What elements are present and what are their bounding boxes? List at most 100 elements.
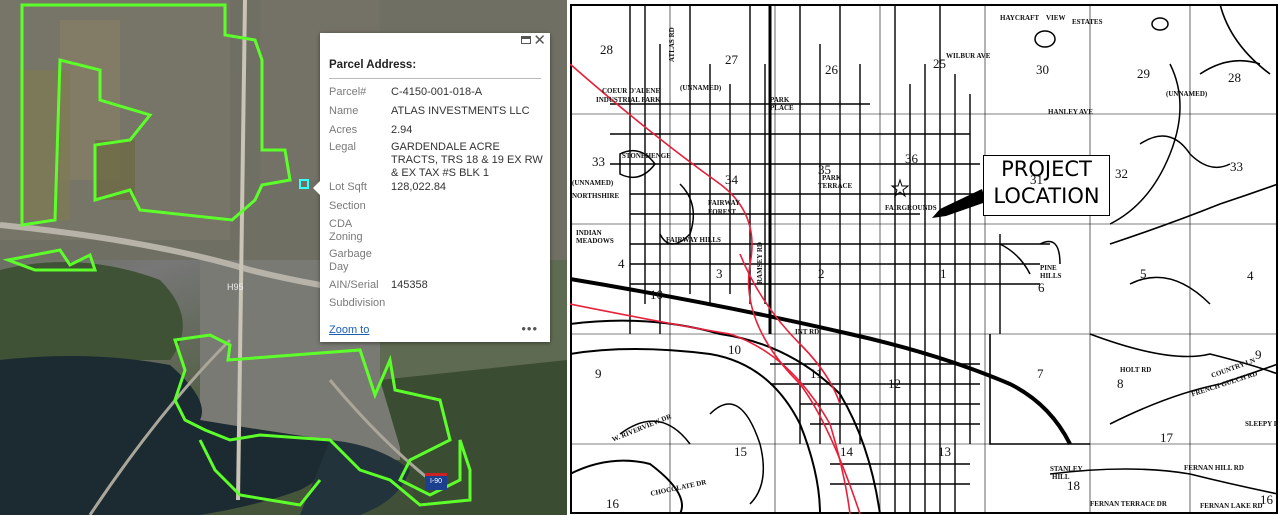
- place-label: FAIRWAY: [708, 199, 741, 207]
- place-label: PINE: [1040, 264, 1057, 272]
- zoom-to-link[interactable]: Zoom to: [329, 324, 370, 336]
- field-value: 128,022.84: [391, 181, 447, 193]
- interstate-shield-label: I-90: [429, 478, 443, 485]
- section-number: 3: [716, 266, 723, 281]
- place-label: STONEHENGE: [622, 152, 671, 160]
- section-number: 9: [595, 366, 602, 381]
- popup-title: Parcel Address:: [329, 59, 417, 71]
- field-label: Legal: [329, 141, 356, 153]
- close-icon[interactable]: ✕: [533, 32, 546, 49]
- place-label: HILLS: [1040, 272, 1062, 280]
- section-number: 34: [725, 172, 738, 187]
- section-number: 15: [734, 444, 747, 459]
- section-number: 11: [810, 366, 823, 381]
- place-label: HAYCRAFT: [1000, 14, 1040, 22]
- field-label: AIN/Serial: [329, 279, 379, 291]
- more-options-icon[interactable]: •••: [521, 321, 538, 336]
- section-number: 28: [600, 42, 613, 57]
- interstate-shield-icon: I-90: [425, 473, 447, 490]
- line-map[interactable]: PROJECT LOCATION 28 27 26 25 30 29 28 33…: [570, 4, 1278, 514]
- road-label: RAMSEY RD: [756, 242, 764, 284]
- field-value: 145358: [391, 279, 428, 291]
- section-number: 33: [1230, 159, 1243, 174]
- popup-divider: [329, 78, 541, 79]
- place-label: (UNNAMED): [572, 179, 614, 187]
- field-label: Name: [329, 105, 359, 117]
- project-label-line2: LOCATION: [993, 184, 1100, 208]
- section-number: 12: [888, 376, 901, 391]
- field-value: ATLAS INVESTMENTS LLC: [391, 105, 530, 117]
- place-label: FAIRGROUNDS: [885, 204, 937, 212]
- section-number: 25: [933, 56, 946, 71]
- road-label: INT RD: [795, 328, 820, 336]
- road-label: FERNAN HILL RD: [1184, 464, 1244, 472]
- field-label: CDA Zoning: [329, 218, 363, 243]
- section-number: 30: [1036, 62, 1049, 77]
- section-number: 16: [1260, 492, 1273, 507]
- road-label: FERNAN TERRACE DR: [1090, 500, 1167, 508]
- section-number: 36: [905, 151, 918, 166]
- field-label: Acres: [329, 124, 358, 136]
- section-number: 2: [818, 266, 825, 281]
- place-label: TERRACE: [818, 182, 853, 190]
- section-number: 9: [1255, 347, 1262, 362]
- project-location-label: PROJECT LOCATION: [983, 155, 1110, 216]
- field-value: C-4150-001-018-A: [391, 86, 483, 98]
- place-label: STANLEY: [1050, 465, 1083, 473]
- place-label: FAIRWAY HILLS: [666, 236, 721, 244]
- section-number: 14: [840, 444, 853, 459]
- section-number: 18: [1067, 478, 1080, 493]
- section-number: 29: [1137, 66, 1150, 81]
- field-label: Subdivision: [329, 297, 386, 309]
- section-number: 7: [1037, 366, 1044, 381]
- section-number: 10: [728, 342, 741, 357]
- place-label: (UNNAMED): [1166, 90, 1208, 98]
- road-label: HOLT RD: [1120, 366, 1152, 374]
- field-label: Lot Sqft: [329, 181, 367, 193]
- place-label: VIEW: [1046, 14, 1066, 22]
- section-number: 16: [606, 496, 619, 511]
- section-number: 27: [725, 52, 738, 67]
- place-label: COEUR D'ALENE: [602, 87, 661, 95]
- place-label: INDIAN: [576, 229, 602, 237]
- field-value: GARDENDALE ACRE TRACTS, TRS 18 & 19 EX R…: [391, 141, 543, 179]
- section-number: 26: [825, 62, 838, 77]
- popup-titlebar: ✕: [320, 33, 550, 51]
- section-number: 33: [592, 154, 605, 169]
- section-number: 17: [1160, 430, 1173, 445]
- place-label: PARK: [770, 96, 790, 104]
- section-number: 32: [1115, 166, 1128, 181]
- field-label: Section: [329, 200, 366, 212]
- road-network: [570, 4, 1278, 514]
- field-label: Garbage Day: [329, 248, 372, 273]
- field-value: 2.94: [391, 124, 413, 136]
- road-label: SLEEPY LN: [1245, 420, 1278, 428]
- road-label: ATLAS RD: [668, 27, 676, 62]
- project-label-line1: PROJECT: [1001, 157, 1092, 181]
- section-number: 4: [1247, 268, 1254, 283]
- maximize-icon[interactable]: [521, 36, 531, 44]
- highway-h95-label: H95: [227, 282, 244, 292]
- section-number: 31: [1030, 172, 1043, 187]
- road-label: HANLEY AVE: [1048, 108, 1093, 116]
- popup-pointer: [313, 181, 320, 195]
- road-label: WILBUR AVE: [946, 52, 991, 60]
- section-number: 13: [938, 444, 951, 459]
- field-label: Parcel#: [329, 86, 367, 98]
- section-number: 10: [650, 287, 663, 302]
- section-number: 8: [1117, 376, 1124, 391]
- section-number: 28: [1228, 70, 1241, 85]
- road-label: FERNAN LAKE RD: [1200, 502, 1263, 510]
- place-label: NORTHSHIRE: [572, 192, 620, 200]
- place-label: (UNNAMED): [680, 84, 722, 92]
- place-label: PLACE: [770, 104, 794, 112]
- place-label: PARK: [822, 174, 842, 182]
- place-label: INDUSTRIAL PARK: [596, 96, 661, 104]
- section-number: 1: [940, 266, 947, 281]
- place-label: MEADOWS: [576, 237, 614, 245]
- section-number: 35: [818, 162, 831, 177]
- section-number: 4: [618, 256, 625, 271]
- section-number: 5: [1140, 266, 1147, 281]
- section-number: 6: [1038, 280, 1045, 295]
- place-label: HILL: [1052, 473, 1070, 481]
